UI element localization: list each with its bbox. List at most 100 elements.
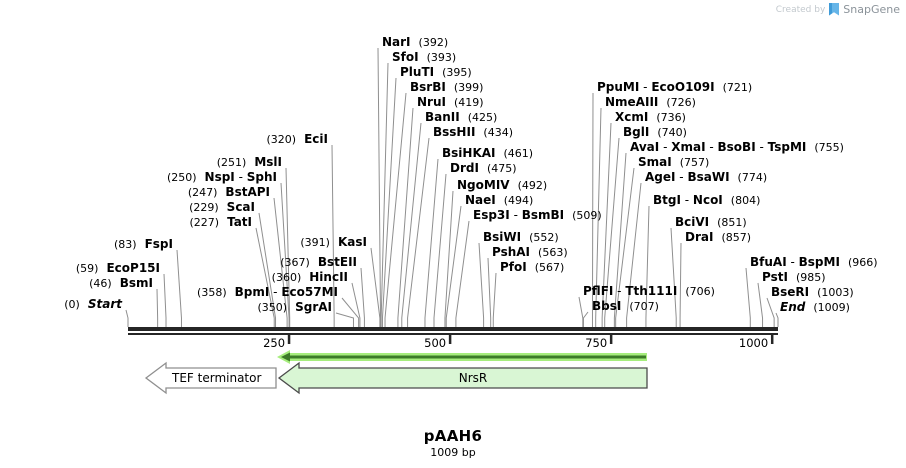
site-label-bsshii[interactable]: BssHII(434) bbox=[433, 125, 513, 139]
site-connector-line bbox=[351, 282, 361, 327]
site-label-bpmi-eco57mi[interactable]: (358)BpmI - Eco57MI bbox=[197, 285, 338, 299]
site-connector-line bbox=[380, 62, 389, 327]
credit-brand-label: SnapGene bbox=[843, 3, 900, 16]
site-connector-line bbox=[407, 137, 430, 327]
title-block: pAAH6 1009 bp bbox=[0, 427, 906, 459]
site-connector-line bbox=[377, 47, 382, 327]
site-label-pshai[interactable]: PshAI(563) bbox=[492, 245, 568, 259]
site-label-bgli[interactable]: BglI(740) bbox=[623, 125, 687, 139]
site-label-ppumi-ecoo109i[interactable]: PpuMI - EcoO109I(721) bbox=[597, 80, 752, 94]
site-label-fspi[interactable]: (83)FspI bbox=[114, 237, 173, 251]
plasmid-length: 1009 bp bbox=[430, 446, 476, 459]
site-connector-line bbox=[280, 182, 290, 327]
site-label-nspi-sphi[interactable]: (250)NspI - SphI bbox=[167, 170, 277, 184]
site-connector-line bbox=[455, 220, 470, 327]
site-label-bcivi[interactable]: BciVI(851) bbox=[675, 215, 747, 229]
site-connector-line bbox=[341, 297, 360, 327]
site-label-banii[interactable]: BanII(425) bbox=[425, 110, 497, 124]
site-label-bstapi[interactable]: (247)BstAPI bbox=[188, 185, 270, 199]
site-label-esp3i-bsmbi[interactable]: Esp3I - BsmBI(509) bbox=[473, 208, 602, 222]
plasmid-title: pAAH6 bbox=[423, 427, 483, 445]
site-label-drdi[interactable]: DrdI(475) bbox=[450, 161, 517, 175]
site-label-ngomiv[interactable]: NgoMIV(492) bbox=[457, 178, 547, 192]
site-label-bsmi[interactable]: (46)BsmI bbox=[89, 276, 153, 290]
site-connector-line bbox=[255, 227, 275, 327]
snapgene-flag-icon bbox=[829, 3, 840, 16]
site-connector-line bbox=[745, 267, 751, 327]
ruler-tick-label: 1000 bbox=[739, 336, 768, 350]
site-label-xcmi[interactable]: XcmI(736) bbox=[615, 110, 686, 124]
site-label-nari[interactable]: NarI(392) bbox=[382, 35, 448, 49]
site-label-sgrai[interactable]: (350)SgrAI bbox=[258, 300, 333, 314]
site-label-bsrbi[interactable]: BsrBI(399) bbox=[410, 80, 483, 94]
site-label-drai[interactable]: DraI(857) bbox=[685, 230, 751, 244]
site-connector-line bbox=[156, 288, 159, 327]
site-label-hincii[interactable]: (360)HincII bbox=[272, 270, 348, 284]
site-connector-line bbox=[125, 309, 129, 327]
site-connector-line bbox=[285, 167, 291, 327]
site-connector-line bbox=[591, 92, 594, 327]
site-label-ecop15i[interactable]: (59)EcoP15I bbox=[76, 261, 160, 275]
site-label-ecii[interactable]: (320)EciI bbox=[267, 132, 328, 146]
site-label-bfuai-bspmi[interactable]: BfuAI - BspMI(966) bbox=[750, 255, 878, 269]
site-label-start[interactable]: (0)Start bbox=[64, 297, 123, 311]
ruler-line-bottom bbox=[128, 333, 778, 335]
site-connector-line bbox=[613, 152, 627, 327]
site-connector-line bbox=[360, 267, 365, 327]
site-connector-line bbox=[670, 227, 677, 327]
site-label-agei-bsawi[interactable]: AgeI - BsaWI(774) bbox=[645, 170, 767, 184]
site-connector-line bbox=[492, 272, 497, 327]
site-connector-line bbox=[775, 312, 779, 327]
feature-direction-arrowhead-inner bbox=[281, 352, 290, 362]
site-connector-line bbox=[384, 92, 407, 327]
site-connector-line bbox=[381, 77, 397, 327]
site-label-pfoi[interactable]: PfoI(567) bbox=[500, 260, 564, 274]
site-connector-line bbox=[273, 197, 288, 327]
site-label-smai[interactable]: SmaI(757) bbox=[638, 155, 709, 169]
site-connector-line bbox=[163, 273, 167, 327]
site-label-nmeaiii[interactable]: NmeAIII(726) bbox=[605, 95, 696, 109]
site-connector-line bbox=[424, 158, 439, 327]
site-label-bsiwi[interactable]: BsiWI(552) bbox=[483, 230, 559, 244]
site-label-bsteii[interactable]: (367)BstEII bbox=[280, 255, 357, 269]
ruler-tick-label: 500 bbox=[424, 336, 446, 350]
site-label-scai[interactable]: (229)ScaI bbox=[189, 200, 255, 214]
site-label-bsihkai[interactable]: BsiHKAI(461) bbox=[442, 146, 533, 160]
site-label-bbsi[interactable]: BbsI(707) bbox=[592, 299, 659, 313]
site-connector-line bbox=[397, 107, 414, 327]
feature-arrow-nrsr[interactable] bbox=[277, 361, 648, 395]
site-label-nrui[interactable]: NruI(419) bbox=[417, 95, 484, 109]
site-connector-line bbox=[595, 107, 602, 327]
site-connector-line bbox=[258, 212, 277, 327]
site-connector-line bbox=[445, 205, 462, 327]
site-label-bseri[interactable]: BseRI(1003) bbox=[771, 285, 854, 299]
credit-created-by-label: Created by bbox=[775, 4, 826, 15]
snapgene-credit: Created by SnapGene bbox=[776, 3, 900, 16]
feature-arrow-tef-terminator[interactable] bbox=[144, 361, 277, 395]
site-label-tati[interactable]: (227)TatI bbox=[189, 215, 252, 229]
site-label-psti[interactable]: PstI(985) bbox=[762, 270, 826, 284]
site-label-sfoi[interactable]: SfoI(393) bbox=[392, 50, 456, 64]
ruler-line-top bbox=[128, 327, 778, 331]
site-label-btgi-ncoi[interactable]: BtgI - NcoI(804) bbox=[653, 193, 760, 207]
site-connector-line bbox=[626, 182, 642, 327]
site-label-avai-xmai-bsobi-tspmi[interactable]: AvaI - XmaI - BsoBI - TspMI(755) bbox=[630, 140, 844, 154]
site-connector-line bbox=[370, 247, 381, 327]
site-label-pluti[interactable]: PluTI(395) bbox=[400, 65, 472, 79]
site-connector-line bbox=[335, 312, 354, 327]
site-connector-line bbox=[487, 257, 492, 327]
site-connector-line bbox=[601, 122, 612, 327]
ruler-tick-label: 250 bbox=[263, 336, 285, 350]
site-connector-line bbox=[757, 282, 764, 327]
site-label-naei[interactable]: NaeI(494) bbox=[465, 193, 533, 207]
site-connector-line bbox=[604, 137, 620, 327]
ruler-tick-label: 750 bbox=[585, 336, 607, 350]
site-connector-line bbox=[615, 167, 635, 327]
site-label-msli[interactable]: (251)MslI bbox=[217, 155, 282, 169]
site-label-end[interactable]: End(1009) bbox=[780, 300, 850, 314]
site-label-pflfi-tth111i[interactable]: PflFI - Tth111I(706) bbox=[583, 284, 715, 298]
site-label-kasi[interactable]: (391)KasI bbox=[300, 235, 367, 249]
site-connector-line bbox=[582, 311, 589, 327]
